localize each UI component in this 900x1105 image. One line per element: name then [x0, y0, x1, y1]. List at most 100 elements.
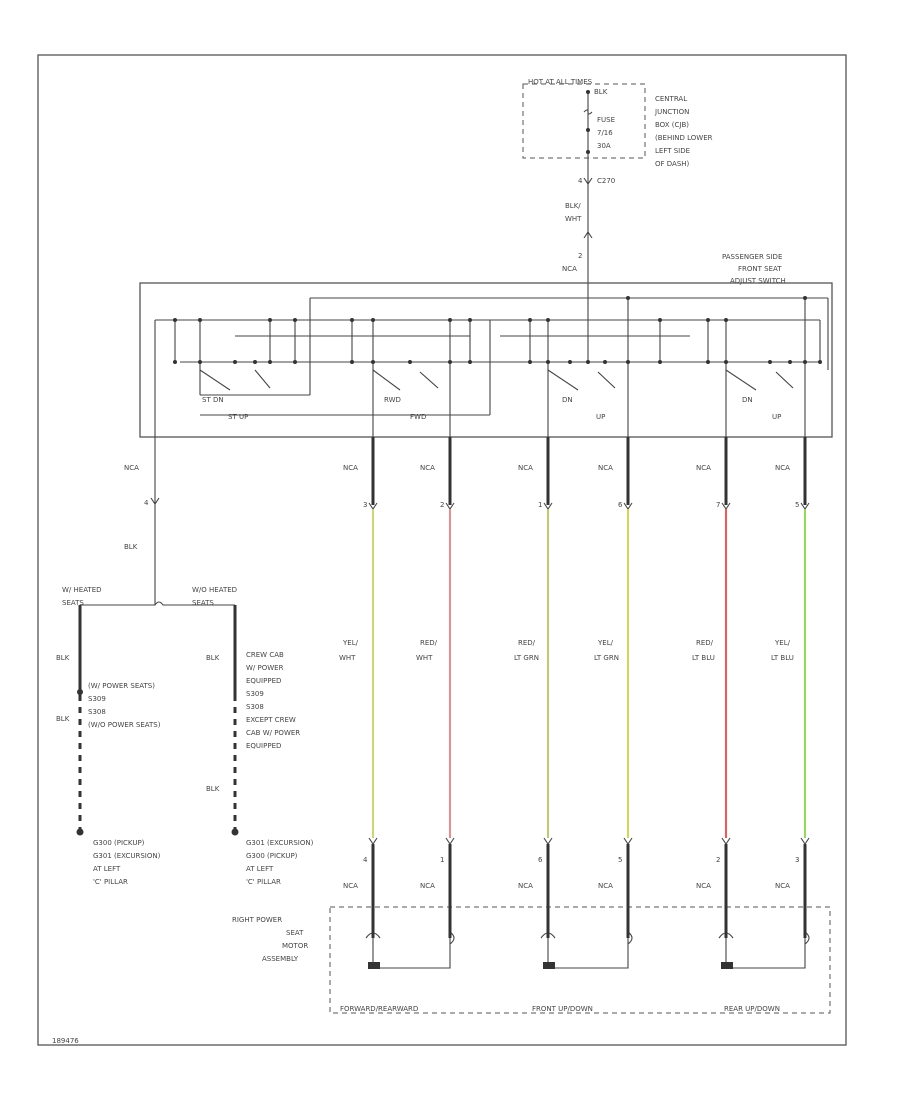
figure-id: 189476 [52, 1037, 79, 1045]
wire-bottom-nca: NCA [420, 882, 435, 890]
wire-top-pin: 5 [795, 501, 799, 509]
fuse-number: 7/16 [597, 129, 613, 137]
contact-dot [468, 318, 472, 322]
motor-label-4: ASSEMBLY [262, 955, 299, 963]
contact-dot [371, 318, 375, 322]
switch-blade [372, 369, 401, 391]
contact-dot [448, 360, 452, 364]
no-heated-seats-label-1: W/O HEATED [192, 586, 237, 594]
right-note-3: EQUIPPED [246, 677, 281, 685]
right-wire-color-1: BLK [206, 654, 220, 662]
contact-dot [603, 360, 607, 364]
right-ground-1: G301 (EXCURSION) [246, 839, 314, 847]
wire-top-nca: NCA [775, 464, 790, 472]
switch-contact-dots [173, 296, 822, 364]
left-note-4: (W/O POWER SEATS) [88, 721, 161, 729]
switch-blade [547, 369, 579, 391]
wire-color-1: YEL/ [342, 639, 359, 647]
contact-dot [468, 360, 472, 364]
hot-at-all-times-label: HOT AT ALL TIMES [528, 78, 593, 86]
switch-label-bottom: ST UP [228, 413, 248, 421]
wire-top-nca: NCA [696, 464, 711, 472]
wire-color-1: RED/ [696, 639, 714, 647]
cjb-label-5: LEFT SIDE [655, 147, 690, 155]
cjb-label-2: JUNCTION [654, 108, 689, 116]
feed-wire-color-1: BLK/ [565, 202, 581, 210]
ground-pin: 4 [144, 499, 149, 507]
contact-dot [268, 360, 272, 364]
connector-icon [721, 837, 731, 845]
switch-section-forward-rearward: RWD FWD [351, 320, 471, 440]
motor-assembly-outline [329, 906, 831, 1014]
contact-dot [568, 360, 572, 364]
switch-feed-connector-icon [583, 231, 593, 239]
motor-armature-icon [368, 962, 380, 969]
right-note-6: EXCEPT CREW [246, 716, 296, 724]
right-ground-4: 'C' PILLAR [246, 878, 281, 886]
left-ground-3: AT LEFT [93, 865, 121, 873]
contact-dot [528, 318, 532, 322]
contact-dot [658, 318, 662, 322]
wire-bottom-nca: NCA [696, 882, 711, 890]
wire-bottom-pin: 4 [363, 856, 368, 864]
wire-top-pin: 2 [440, 501, 444, 509]
forward-rearward-motor: FORWARD/REARWARD [340, 931, 455, 1013]
motor-circuit [725, 937, 806, 969]
switch-label-top: RWD [384, 396, 401, 404]
contact-dot [706, 318, 710, 322]
wire-bottom-pin: 3 [795, 856, 799, 864]
motor-circuit [547, 937, 629, 969]
wire-color-2: WHT [416, 654, 433, 662]
right-note-1: CREW CAB [246, 651, 284, 659]
wire-runs: NCA3YEL/WHT4NCANCA2RED/WHT1NCANCA1RED/LT… [339, 437, 810, 938]
connector-icon [543, 837, 553, 845]
wire-top-nca: NCA [598, 464, 613, 472]
contact-dot [268, 318, 272, 322]
contact-dot [198, 318, 202, 322]
contact-dot [768, 360, 772, 364]
ground-branch: NCA 4 BLK W/ HEATED SEATS W/O HEATED SEA… [56, 437, 314, 886]
switch-label-top: DN [562, 396, 573, 404]
switch-blade [725, 369, 757, 391]
connector-icon [368, 837, 378, 845]
contact-dot [546, 360, 550, 364]
contact-dot [626, 360, 630, 364]
contact-dot [803, 296, 807, 300]
wire-color-1: YEL/ [774, 639, 791, 647]
wire-color-2: LT GRN [514, 654, 539, 662]
contact-dot [233, 360, 237, 364]
heated-seats-label-2: SEATS [62, 599, 84, 607]
ground-connector-icon [150, 497, 160, 505]
splice-dot [77, 689, 83, 695]
switch-title-1: PASSENGER SIDE [722, 253, 782, 261]
cjb-label-4: (BEHIND LOWER [655, 134, 713, 142]
ground-split-line [80, 601, 235, 606]
ground-wire-color: BLK [124, 543, 138, 551]
contact-dot [788, 360, 792, 364]
switch-label-top: ST DN [202, 396, 224, 404]
feed-wire-color-2: WHT [565, 215, 582, 223]
switch-label-bottom: UP [772, 413, 781, 421]
switch-blade [199, 369, 231, 391]
contact-dot [293, 360, 297, 364]
left-ground-4: 'C' PILLAR [93, 878, 128, 886]
wire-color-2: LT BLU [771, 654, 794, 662]
cjb-label-1: CENTRAL [655, 95, 687, 103]
wire-color-2: WHT [339, 654, 356, 662]
connector-icon [623, 837, 633, 845]
rear-up-down-motor: REAR UP/DOWN [718, 931, 810, 1013]
contact-dot [408, 360, 412, 364]
left-ground-1: G300 (PICKUP) [93, 839, 145, 847]
switch-label-top: DN [742, 396, 753, 404]
left-wire-color-2: BLK [56, 715, 70, 723]
wire-bottom-nca: NCA [343, 882, 358, 890]
wire-top-pin: 7 [716, 501, 720, 509]
contact-dot [350, 360, 354, 364]
fuse-top-dot [586, 90, 590, 94]
fuse-dot [586, 128, 590, 132]
ground-nca: NCA [124, 464, 139, 472]
switch-section-front-up-down: DN UP [529, 298, 661, 440]
left-note-2: S309 [88, 695, 106, 703]
